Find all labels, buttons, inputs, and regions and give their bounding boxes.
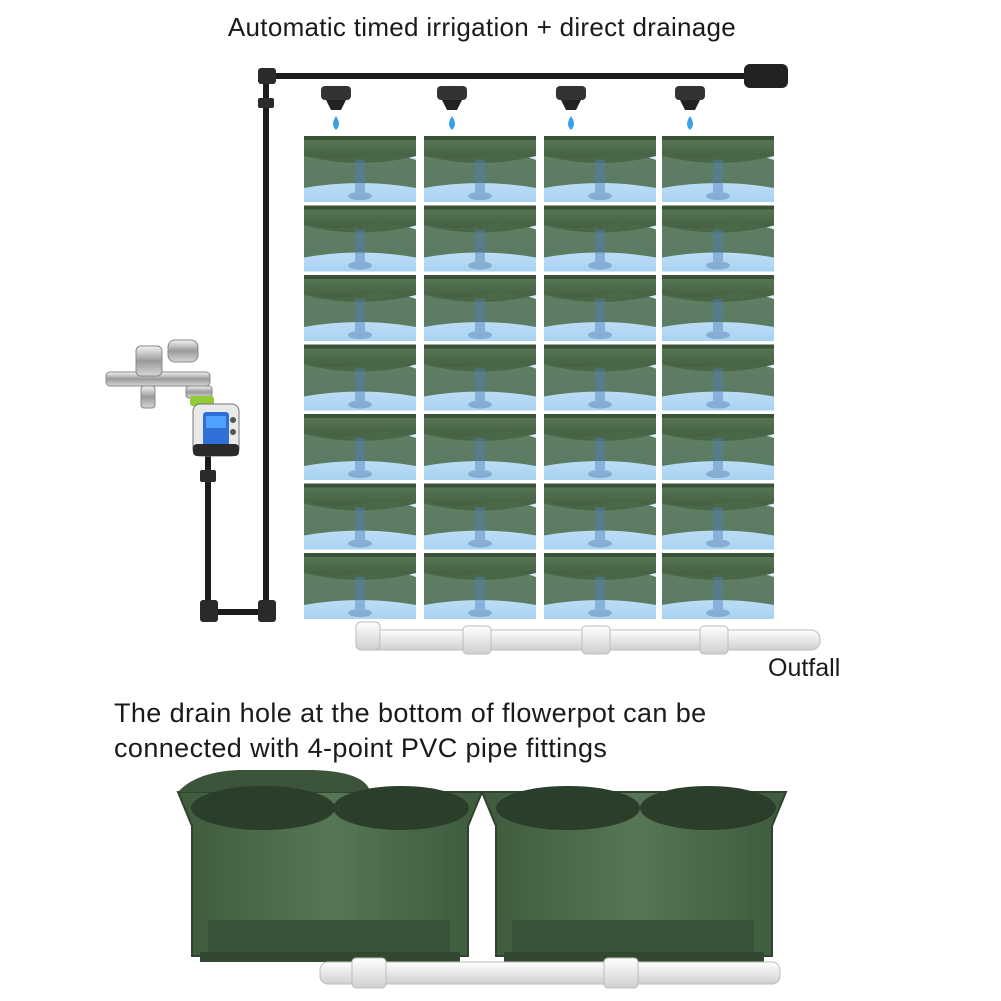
dripper-icon xyxy=(556,86,586,110)
wall-planter xyxy=(304,275,416,341)
wall-planter xyxy=(662,275,774,341)
water-drop-icon xyxy=(568,116,574,130)
drippers xyxy=(321,86,705,130)
wall-planter xyxy=(424,205,536,272)
dripper-icon xyxy=(675,86,705,110)
outfall-label: Outfall xyxy=(768,654,841,682)
wall-planter xyxy=(304,483,416,550)
wall-planter xyxy=(544,553,656,619)
wall-planter xyxy=(424,414,536,480)
wall-planter xyxy=(544,344,656,411)
drain-note-line1: The drain hole at the bottom of flowerpo… xyxy=(114,698,707,728)
dripper-icon xyxy=(437,86,467,110)
wall-planter xyxy=(662,136,774,202)
wall-planter xyxy=(304,553,416,619)
faucet-icon xyxy=(105,339,214,409)
dripper-icon xyxy=(321,86,351,110)
water-drop-icon xyxy=(687,116,693,130)
wall-planter xyxy=(662,483,774,550)
wall-planter xyxy=(662,344,774,411)
drain-note-line2: connected with 4-point PVC pipe fittings xyxy=(114,733,608,763)
wall-planter xyxy=(304,414,416,480)
wall-planter xyxy=(662,414,774,480)
wall-planter xyxy=(304,205,416,272)
wall-planter xyxy=(424,136,536,202)
wall-planter xyxy=(424,483,536,550)
water-drop-icon xyxy=(449,116,455,130)
wall-planter xyxy=(544,483,656,550)
wall-planter xyxy=(424,275,536,341)
drain-pipe xyxy=(355,621,821,655)
pipe-fittings xyxy=(200,64,788,622)
wall-planter xyxy=(544,136,656,202)
water-timer-icon xyxy=(192,403,240,457)
wall-planter xyxy=(662,205,774,272)
planter-wall xyxy=(304,136,774,619)
wall-planter xyxy=(544,275,656,341)
supply-pipe xyxy=(205,73,766,615)
planter-closeup xyxy=(176,770,788,989)
wall-planter xyxy=(424,344,536,411)
wall-planter xyxy=(544,414,656,480)
water-drop-icon xyxy=(333,116,339,130)
wall-planter xyxy=(662,553,774,619)
wall-planter xyxy=(544,205,656,272)
wall-planter xyxy=(304,344,416,411)
wall-planter xyxy=(424,553,536,619)
wall-planter xyxy=(304,136,416,202)
page-title: Automatic timed irrigation + direct drai… xyxy=(227,12,737,42)
